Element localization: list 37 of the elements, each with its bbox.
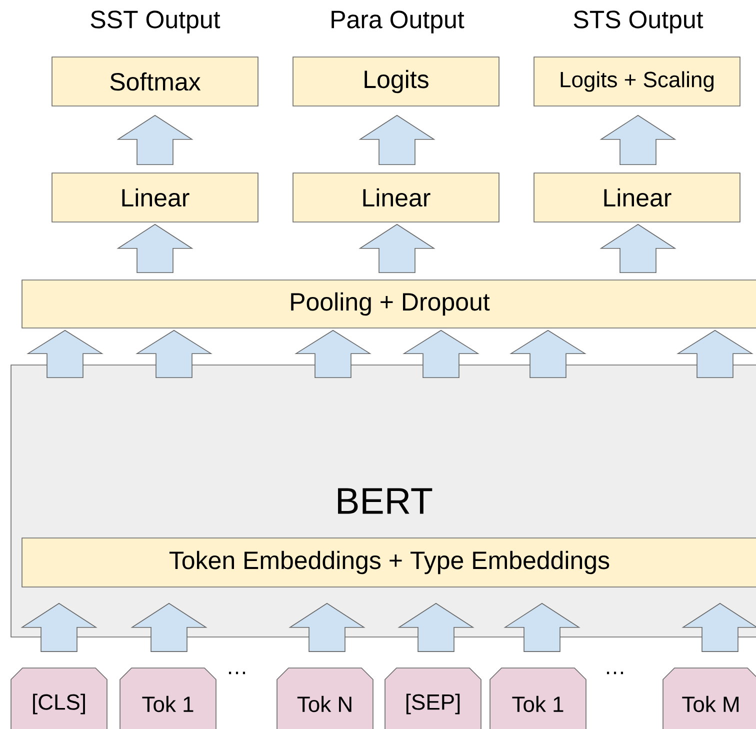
block-arrow xyxy=(510,330,586,378)
ellipsis: … xyxy=(606,672,624,674)
block-arrow xyxy=(288,602,366,652)
token-box: Tok 1 xyxy=(490,668,586,729)
embedding-layer-box: Token Embeddings + Type Embeddings xyxy=(22,538,756,588)
token-box: Tok 1 xyxy=(120,668,216,729)
linear-layer-box: Linear xyxy=(534,172,740,222)
block-arrow xyxy=(504,602,580,652)
token-box: Tok N xyxy=(276,668,374,729)
block-arrow xyxy=(26,330,104,378)
block-arrow xyxy=(682,602,756,652)
block-arrow xyxy=(130,602,208,652)
block-arrow xyxy=(136,330,212,378)
output-box: Logits xyxy=(292,56,500,106)
heading: STS Output xyxy=(574,10,704,34)
output-box: Softmax xyxy=(52,56,258,106)
block-arrow xyxy=(116,224,194,273)
block-arrow xyxy=(358,224,436,273)
block-arrow xyxy=(676,330,754,378)
token-box: [SEP] xyxy=(384,668,482,729)
block-arrow xyxy=(358,114,436,165)
token-box: [CLS] xyxy=(10,668,108,729)
output-box: Logits + Scaling xyxy=(534,56,740,106)
block-arrow xyxy=(600,114,676,165)
block-arrow xyxy=(20,602,98,652)
block-arrow xyxy=(402,330,480,378)
ellipsis: … xyxy=(228,672,246,674)
block-arrow xyxy=(600,224,676,273)
token-box: Tok M xyxy=(662,668,756,729)
block-arrow xyxy=(116,114,194,165)
linear-layer-box: Linear xyxy=(52,172,258,222)
linear-layer-box: Linear xyxy=(292,172,500,222)
block-arrow xyxy=(294,330,372,378)
heading: Para Output xyxy=(332,10,464,34)
pooling-layer-box: Pooling + Dropout xyxy=(22,280,756,328)
heading: SST Output xyxy=(90,10,220,34)
block-arrow xyxy=(398,602,474,652)
